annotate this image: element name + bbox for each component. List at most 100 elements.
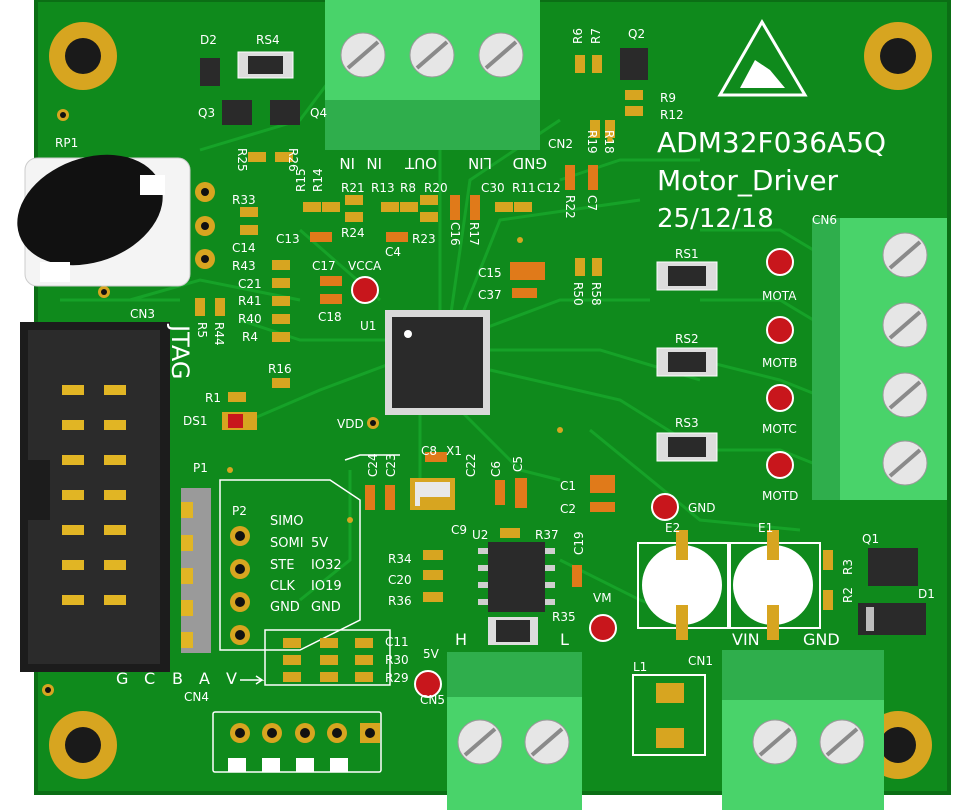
cn2-label: GND: [513, 154, 547, 172]
ref-r41: R41: [238, 294, 262, 308]
cn4-label: B: [172, 669, 183, 688]
board-date: 25/12/18: [657, 204, 774, 234]
cn2-label: LIN: [468, 154, 492, 172]
potentiometer-rp1: [17, 154, 215, 287]
screw-icon: [340, 32, 386, 78]
ref-r3: R3: [841, 559, 855, 575]
shunt-resistor-rs4: [237, 51, 294, 79]
shunt-resistor-rs2: [656, 347, 718, 377]
test-point-motd: [766, 451, 794, 479]
p2-label: 5V: [311, 536, 328, 551]
ref-r36: R36: [388, 594, 412, 608]
electrolytic-cap-e1: [729, 530, 821, 640]
ref-5v: 5V: [423, 647, 440, 661]
ref-r29: R29: [385, 671, 409, 685]
ref-c12: C12: [537, 181, 561, 195]
inductor-l1: [632, 674, 706, 756]
diode-d2: [200, 58, 220, 86]
ref-c5: C5: [511, 456, 525, 472]
led-ds1: [222, 412, 257, 430]
p2-label: STE: [270, 558, 294, 573]
cn4-label: V: [226, 669, 237, 688]
ref-cn4: CN4: [184, 690, 209, 704]
screw-icon: [882, 232, 928, 278]
ref-q2: Q2: [628, 27, 645, 41]
ref-gnd-tp: GND: [688, 501, 716, 515]
terminal-block-cn2: [325, 0, 540, 150]
ref-p2: P2: [232, 504, 247, 518]
p2-label: IO32: [311, 558, 342, 573]
ref-r12: R12: [660, 108, 684, 122]
ref-c8: C8: [421, 444, 437, 458]
ref-c16: C16: [448, 222, 462, 246]
transistor-q2: [620, 48, 648, 80]
cn1-label: GND: [803, 630, 840, 649]
p2-label: GND: [270, 600, 300, 615]
ref-r24: R24: [341, 226, 365, 240]
cn2-label: IN: [366, 154, 382, 172]
ref-r8: R8: [400, 181, 416, 195]
ref-r19: R19: [585, 130, 599, 154]
screw-icon: [752, 719, 798, 765]
ref-q3: Q3: [198, 106, 215, 120]
ref-x1: X1: [446, 444, 462, 458]
ref-c17: C17: [312, 259, 336, 273]
p2-label: CLK: [270, 579, 295, 594]
ref-r43: R43: [232, 259, 256, 273]
ref-rs1: RS1: [675, 247, 699, 261]
ref-e2: E2: [665, 521, 680, 535]
ref-cn3: CN3: [130, 307, 155, 321]
ref-r26: R26: [286, 148, 300, 172]
ref-r18: R18: [602, 130, 616, 154]
transistor-q3: [222, 100, 252, 125]
ref-r17: R17: [467, 222, 481, 246]
ref-r9: R9: [660, 91, 676, 105]
ref-r40: R40: [238, 312, 262, 326]
ref-cn1: CN1: [688, 654, 713, 668]
cn2-pin-labels: IN IN OUT LIN GND: [339, 154, 547, 172]
ref-p1: P1: [193, 461, 208, 475]
jtag-label: JTAG: [166, 323, 194, 379]
screw-icon: [478, 32, 524, 78]
screw-icon: [457, 719, 503, 765]
pin-pads-p2: [230, 526, 250, 645]
ref-q1: Q1: [862, 532, 879, 546]
ref-c9: C9: [451, 523, 467, 537]
ref-r16: R16: [268, 362, 292, 376]
ref-r58: R58: [589, 282, 603, 306]
shunt-resistor-rs3: [656, 432, 718, 462]
screw-icon: [882, 440, 928, 486]
diode-d1: [858, 603, 926, 635]
ref-c6: C6: [489, 461, 503, 477]
regulator-u3: [488, 617, 538, 645]
ref-motb: MOTB: [762, 356, 797, 370]
driver-chip-u2: [478, 542, 555, 612]
ref-r20: R20: [424, 181, 448, 195]
screw-icon: [882, 372, 928, 418]
ref-r50: R50: [571, 282, 585, 306]
ref-mota: MOTA: [762, 289, 797, 303]
ref-u2: U2: [472, 528, 488, 542]
cn2-label: OUT: [404, 154, 437, 172]
power-terminal-labels: H L VIN GND: [455, 630, 840, 649]
ref-c14: C14: [232, 241, 256, 255]
ref-r23: R23: [412, 232, 436, 246]
ref-r35: R35: [552, 610, 576, 624]
ref-motd: MOTD: [762, 489, 798, 503]
ref-motc: MOTC: [762, 422, 797, 436]
terminal-block-cn1: [722, 650, 884, 810]
ref-c37: C37: [478, 288, 502, 302]
ref-c18: C18: [318, 310, 342, 324]
ref-rs3: RS3: [675, 416, 699, 430]
ref-r13: R13: [371, 181, 395, 195]
test-point-motb: [766, 316, 794, 344]
mounting-hole-tr: [864, 22, 932, 90]
ref-cn6: CN6: [812, 213, 837, 227]
ref-r4: R4: [242, 330, 258, 344]
ref-l1: L1: [633, 660, 647, 674]
p2-label: GND: [311, 600, 341, 615]
p2-label: SIMO: [270, 514, 304, 529]
pin-pads-cn4: [228, 723, 380, 772]
terminal-block-cn5: [447, 652, 582, 810]
cn4-label: C: [144, 669, 155, 688]
